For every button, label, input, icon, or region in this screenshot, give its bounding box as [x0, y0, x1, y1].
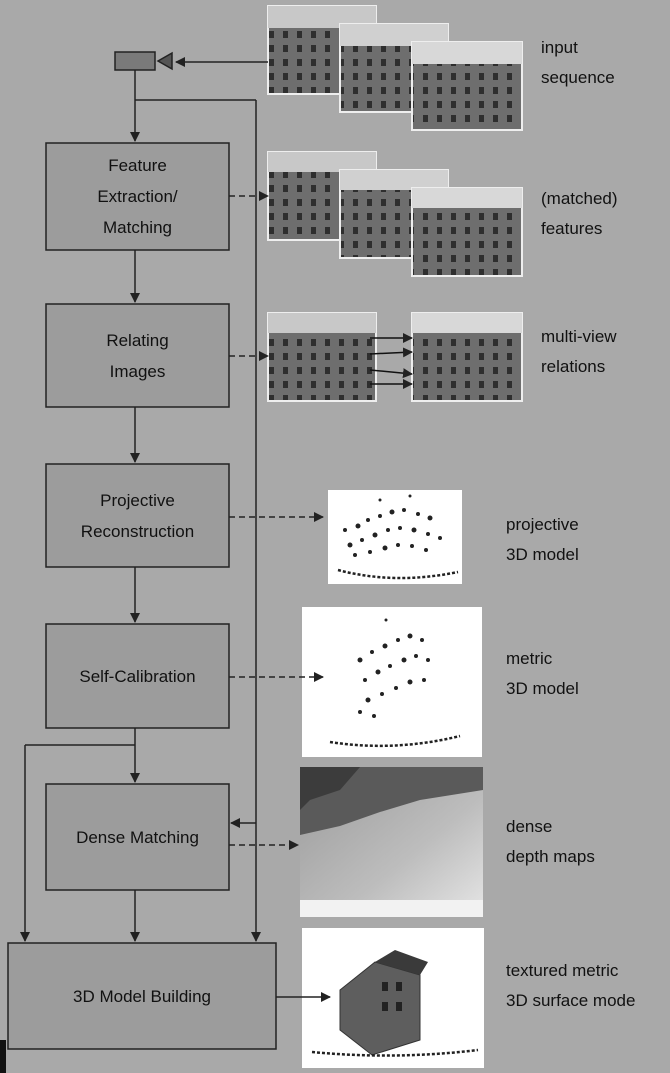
dense-depth-map-image [300, 767, 483, 917]
camera-icon [114, 51, 173, 71]
projective-reconstruction-box [45, 463, 230, 568]
flow-connectors [20, 57, 331, 1002]
textured-model-image [302, 928, 484, 1068]
output-links [229, 191, 324, 850]
dense-matching-box [45, 783, 230, 891]
feature-extraction-box [45, 142, 230, 251]
model-building-label: 3D Model Building [73, 986, 211, 1006]
model-building-box [7, 942, 277, 1050]
matched-features-label: (matched)features [541, 189, 618, 238]
projective-model-image [328, 490, 462, 584]
input-sequence-images [267, 5, 523, 131]
multi-view-relations-images [267, 312, 523, 402]
metric-model-image [302, 607, 482, 757]
edge-mark [0, 1040, 6, 1073]
self-calibration-label: Self-Calibration [79, 666, 196, 686]
matched-features-images [267, 151, 523, 277]
relating-images-box [45, 303, 230, 408]
self-calibration-box [45, 623, 230, 729]
dense-matching-label: Dense Matching [76, 827, 199, 847]
